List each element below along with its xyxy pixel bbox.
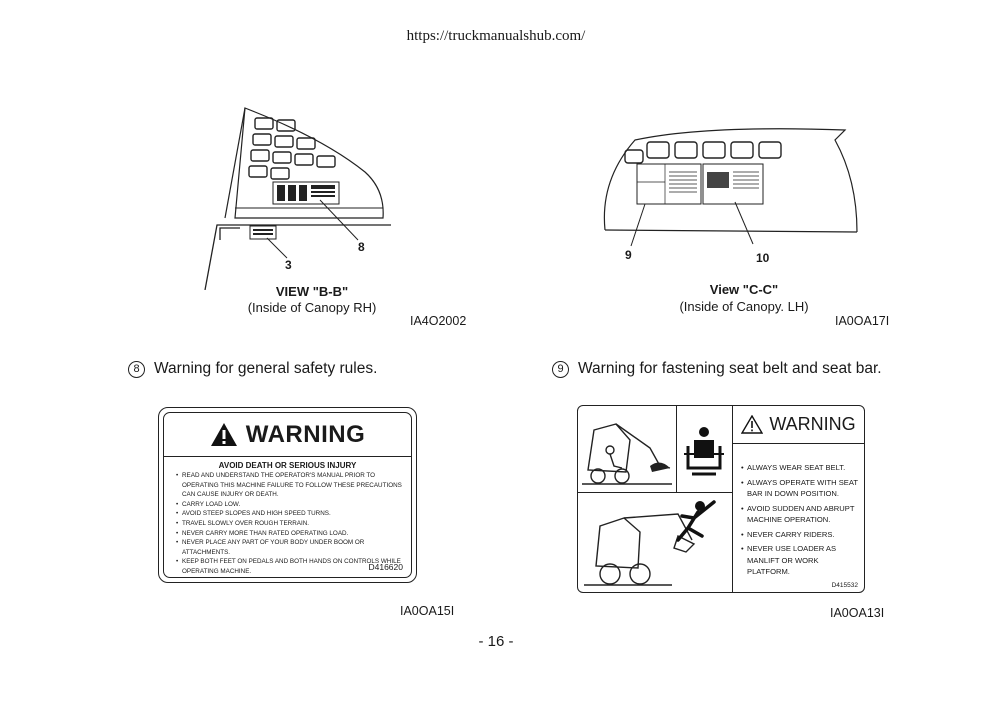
warning-label-header: WARNING — [164, 413, 411, 457]
list-item: CARRY LOAD LOW. — [176, 500, 403, 510]
list-item: ALWAYS OPERATE WITH SEAT BAR IN DOWN POS… — [741, 477, 860, 500]
figure-code-label-9: IA0OA13I — [830, 606, 885, 620]
source-url: https://truckmanualshub.com/ — [406, 28, 586, 44]
warning-label-part-number: D416620 — [368, 562, 403, 572]
list-item: NEVER CARRY MORE THAN RATED OPERATING LO… — [176, 529, 403, 539]
section-9-heading: 9 Warning for fastening seat belt and se… — [552, 360, 882, 378]
warning-label-part-number: D415532 — [831, 582, 858, 589]
warning-label-text-panel: WARNING ALWAYS WEAR SEAT BELT. ALWAYS OP… — [732, 406, 864, 592]
loader-tipping-pictogram — [582, 423, 672, 485]
list-item: ALWAYS WEAR SEAT BELT. — [741, 462, 860, 474]
warning-label-items: READ AND UNDERSTAND THE OPERATOR'S MANUA… — [176, 471, 403, 577]
warning-label-seat-belt: WARNING ALWAYS WEAR SEAT BELT. ALWAYS OP… — [577, 405, 865, 593]
list-item: NEVER CARRY RIDERS. — [741, 529, 860, 541]
section-8-number: 8 — [128, 360, 145, 378]
callout-9: 9 — [625, 248, 632, 262]
label-divider-vertical — [676, 406, 677, 492]
warning-label-heading: WARNING — [245, 420, 366, 448]
warning-label-heading: WARNING — [769, 414, 856, 434]
warning-label-general-safety: WARNING AVOID DEATH OR SERIOUS INJURY RE… — [158, 407, 417, 583]
list-item: READ AND UNDERSTAND THE OPERATOR'S MANUA… — [176, 471, 403, 500]
section-8-title: Warning for general safety rules. — [154, 360, 378, 377]
section-9-number: 9 — [552, 360, 569, 378]
callout-8: 8 — [358, 240, 365, 254]
canopy-rh-illustration — [204, 107, 391, 290]
list-item: TRAVEL SLOWLY OVER ROUGH TERRAIN. — [176, 519, 403, 529]
figure-code-label-8: IA0OA15I — [400, 604, 455, 618]
view-bb-title: VIEW "B-B" — [275, 284, 349, 299]
callout-10: 10 — [756, 251, 770, 265]
list-item: NEVER USE LOADER AS MANLIFT OR WORK PLAT… — [741, 543, 860, 578]
canopy-lh-illustration — [603, 128, 858, 247]
list-item: NEVER PLACE ANY PART OF YOUR BODY UNDER … — [176, 538, 403, 557]
warning-triangle-icon — [210, 423, 237, 446]
list-item: AVOID STEEP SLOPES AND HIGH SPEED TURNS. — [176, 509, 403, 519]
view-bb-subtitle: (Inside of Canopy RH) — [247, 300, 377, 315]
warning-triangle-icon — [741, 415, 764, 434]
section-8-heading: 8 Warning for general safety rules. — [128, 360, 377, 378]
figure-code-right: IA0OA17I — [835, 314, 890, 328]
seat-belt-pictogram — [684, 427, 724, 476]
list-item: KEEP BOTH FEET ON PEDALS AND BOTH HANDS … — [176, 557, 403, 576]
warning-label-subheading: AVOID DEATH OR SERIOUS INJURY — [218, 461, 357, 470]
section-9-title: Warning for fastening seat belt and seat… — [578, 360, 882, 377]
list-item: AVOID SUDDEN AND ABRUPT MACHINE OPERATIO… — [741, 503, 860, 526]
page-number: - 16 - — [478, 633, 514, 650]
figure-code-left: IA4O2002 — [410, 314, 467, 328]
callout-3: 3 — [285, 258, 292, 272]
label-divider-horizontal — [578, 492, 732, 493]
view-cc-subtitle: (Inside of Canopy. LH) — [679, 299, 809, 314]
view-cc-title: View "C-C" — [709, 282, 779, 297]
warning-label-items: ALWAYS WEAR SEAT BELT. ALWAYS OPERATE WI… — [741, 462, 860, 581]
loader-manlift-pictogram — [584, 500, 716, 586]
warning-label-header: WARNING — [733, 406, 864, 444]
